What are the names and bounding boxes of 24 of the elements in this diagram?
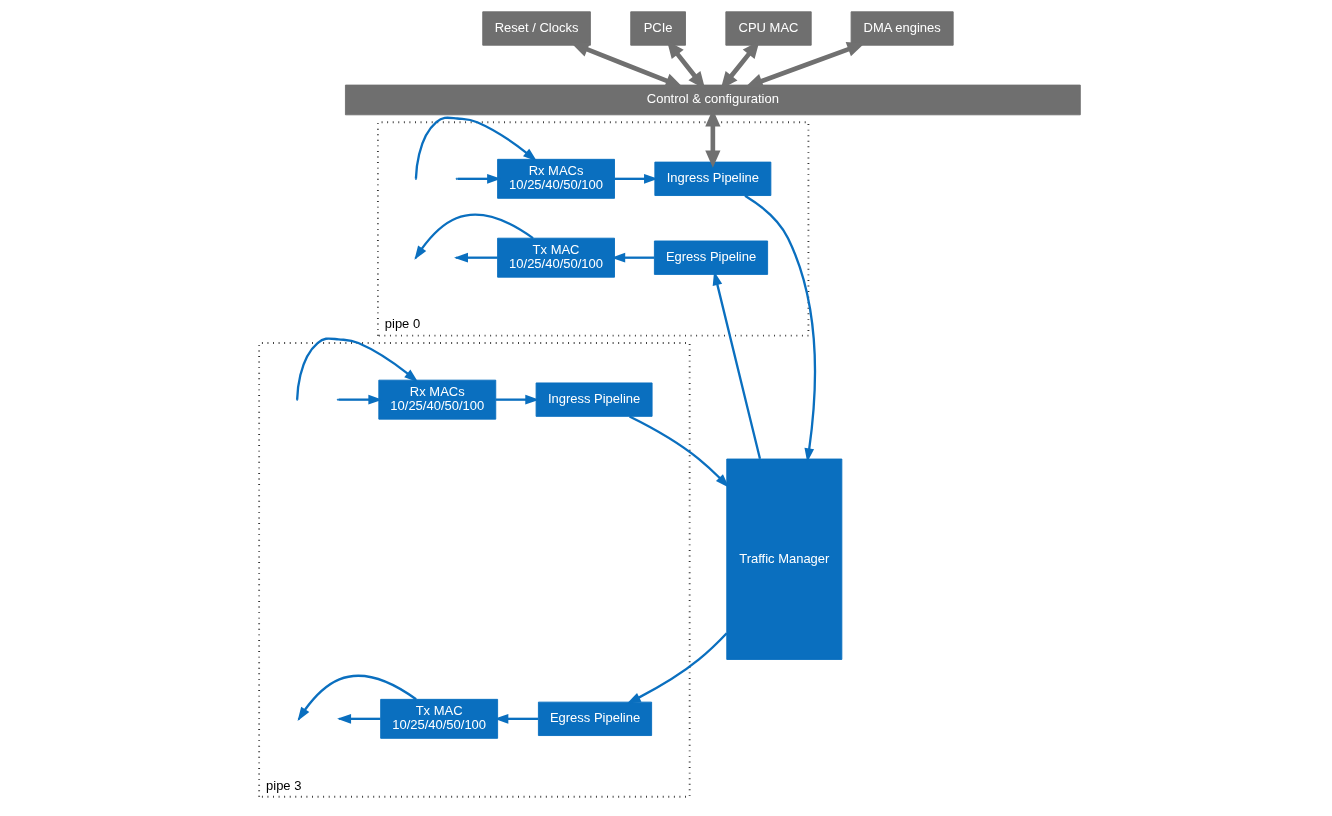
node-box: Tx MAC 10/25/40/50/100 (497, 237, 615, 278)
node-box: DMA engines (850, 11, 954, 46)
node-box: Egress Pipeline (537, 701, 653, 736)
node-box: Reset / Clocks (482, 11, 591, 46)
arrow (614, 173, 658, 184)
arrow (611, 252, 655, 263)
arrow (494, 713, 539, 724)
arrow (414, 116, 537, 179)
node-box: Control & configuration (344, 84, 1081, 116)
arrow (626, 632, 728, 704)
arrow (629, 415, 730, 488)
arrow (571, 42, 683, 88)
node-box: Rx MACs 10/25/40/50/100 (497, 158, 615, 199)
node-box: PCIe (630, 11, 686, 46)
node-box: Ingress Pipeline (654, 161, 772, 196)
node-box: Rx MACs 10/25/40/50/100 (378, 379, 497, 420)
arrow (712, 271, 762, 460)
node-box: Egress Pipeline (653, 240, 769, 275)
arrow (495, 394, 540, 405)
node-box: Traffic Manager (726, 458, 843, 660)
node-box: Tx MAC 10/25/40/50/100 (380, 698, 499, 739)
node-box: CPU MAC (725, 11, 812, 46)
arrow (296, 337, 419, 399)
node-box: Ingress Pipeline (535, 382, 653, 417)
